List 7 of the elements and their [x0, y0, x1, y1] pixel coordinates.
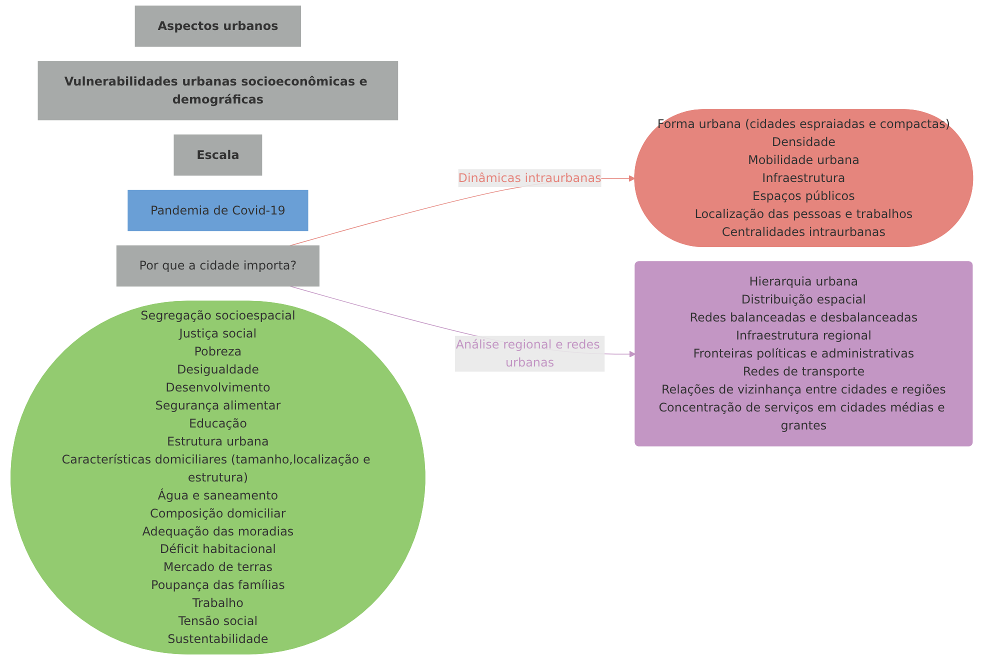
- node-box: Escala: [173, 134, 262, 176]
- edge-label: Análise regional e redes urbanas: [455, 337, 600, 370]
- node-box: Vulnerabilidades urbanas socioeconômicas e demográficas: [37, 61, 398, 120]
- node-box: Aspectos urbanos: [134, 6, 301, 47]
- node-box: Pandemia de Covid-19: [127, 190, 308, 232]
- node-box: Por que a cidade importa?: [116, 245, 320, 287]
- edge-label: Dinâmicas intraurbanas: [458, 170, 601, 185]
